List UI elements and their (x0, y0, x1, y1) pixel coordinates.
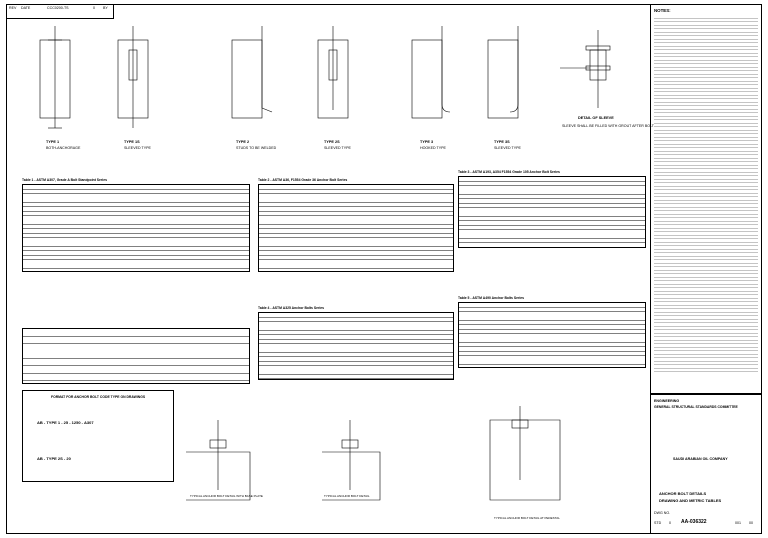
rev-h4: BY (103, 6, 108, 10)
title-block: ENGINEERING GENERAL STRUCTURAL STANDARDS… (650, 394, 762, 534)
tb-owner: SAUDI ARABIAN OIL COMPANY (673, 457, 728, 461)
type-1-label: TYPE 1 (46, 140, 60, 144)
table-4-title: Table 4 - ASTM A325 Anchor Bolts Series (258, 306, 325, 310)
sleeve-note: SLEEVE SHALL BE FILLED WITH GROUT AFTER … (562, 124, 680, 128)
rev-h2: DATE (21, 6, 31, 10)
type-2-label: TYPE 2 (236, 140, 250, 144)
material-table (22, 328, 250, 384)
table-3-title: Table 3 - ASTM A193, A354 F1554 Grade 10… (458, 170, 560, 174)
format-example-1: AB - TYPE 1 - 25 - 1250 - A307 (37, 420, 94, 425)
tb-type: STD (654, 521, 662, 525)
table-5-title: Table 5 - ASTM A490 Anchor Bolts Series (458, 296, 525, 300)
tb-rev: 00 (749, 521, 753, 525)
table-2 (258, 184, 454, 272)
table-5 (458, 302, 646, 368)
rev-v1: 0 (93, 6, 95, 10)
type-2-sub: STUDS TO BE WELDED (236, 146, 277, 150)
notes-column: NOTES: (650, 4, 762, 394)
detail-3-caption: TYPICAL ANCHOR BOLT DETAIL AT PEDESTAL (494, 516, 560, 520)
tb-num: 0 (669, 521, 671, 525)
tb-title-2: DRAWING AND METRIC TABLES (659, 498, 722, 503)
sleeve-title: DETAIL OF SLEEVE (578, 116, 614, 120)
detail-1-caption: TYPICAL ANCHOR BOLT DETAIL WITH BASE PLA… (190, 494, 263, 498)
type-3s-sub: SLEEVED TYPE (494, 146, 521, 150)
type-3s-label: TYPE 3S (494, 140, 510, 144)
notes-lines (654, 15, 758, 375)
format-box: FORMAT FOR ANCHOR BOLT CODE TYPE ON DRAW… (22, 390, 174, 482)
table-1 (22, 184, 250, 272)
detail-2-caption: TYPICAL ANCHOR BOLT DETAIL (324, 494, 370, 498)
type-1s-label: TYPE 1S (124, 140, 140, 144)
type-2s-sub: SLEEVED TYPE (324, 146, 351, 150)
notes-header: NOTES: (654, 8, 671, 13)
tb-company: ENGINEERING (654, 399, 680, 403)
tb-dwg-number: AA-036322 (681, 519, 707, 525)
type-2s-label: TYPE 2S (324, 140, 340, 144)
table-3 (458, 176, 646, 248)
rev-h1: REV (9, 6, 17, 10)
tb-sheet: 001 (735, 521, 741, 525)
format-example-2: AB - TYPE 2S - 20 (37, 456, 71, 461)
table-4 (258, 312, 454, 380)
type-3-label: TYPE 3 (420, 140, 434, 144)
tb-title-1: ANCHOR BOLT DETAILS (659, 491, 707, 496)
revision-block: REV DATE CCC0200-TS 0 BY (6, 4, 114, 19)
type-3-sub: HOOKED TYPE (420, 146, 446, 150)
tb-dwg-label: DWG NO. (654, 511, 671, 515)
table-2-title: Table 2 - ASTM A36, F1554 Grade 36 Ancho… (258, 178, 348, 182)
type-1-sub: BOTH-ANCHORAGE (46, 146, 81, 150)
rev-v2: CCC0200-TS (47, 6, 69, 10)
type-1s-sub: SLEEVED TYPE (124, 146, 151, 150)
tb-dept: GENERAL STRUCTURAL STANDARDS COMMITTEE (654, 405, 738, 409)
format-title: FORMAT FOR ANCHOR BOLT CODE TYPE ON DRAW… (51, 395, 146, 399)
table-1-title: Table 1 - ASTM A307, Grade A Bolt Standp… (22, 178, 107, 182)
